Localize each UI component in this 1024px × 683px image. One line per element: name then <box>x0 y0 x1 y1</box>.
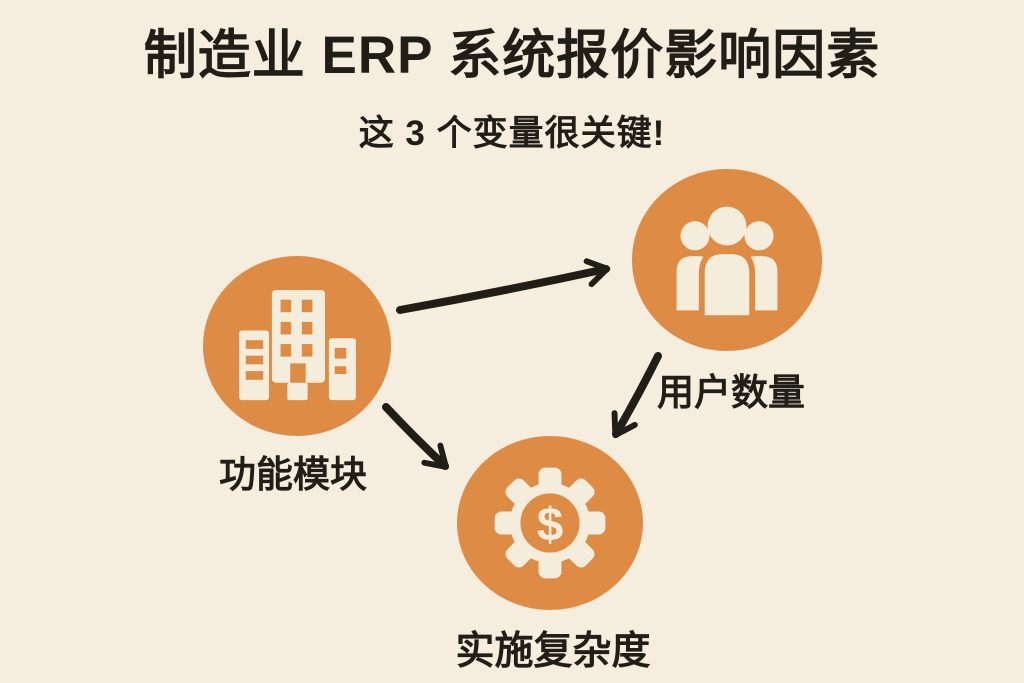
gear-dollar-icon: $ <box>494 467 606 579</box>
node-label-implementation-complexity: 实施复杂度 <box>455 630 651 673</box>
node-circle <box>203 256 391 436</box>
node-implementation-complexity: $ <box>457 436 643 610</box>
node-label-function-modules: 功能模块 <box>219 454 367 495</box>
node-user-count <box>632 169 822 351</box>
buildings-icon <box>239 290 356 401</box>
node-label-user-count: 用户数量 <box>657 372 805 413</box>
page-title: 制造业 ERP 系统报价影响因素 <box>143 26 881 85</box>
node-circle: $ <box>457 436 643 610</box>
page-subtitle: 这 3 个变量很关键! <box>358 114 666 153</box>
node-function-modules <box>203 256 391 436</box>
arrow-modules-to-users <box>396 258 611 314</box>
node-circle <box>632 169 822 351</box>
arrow-modules-to-complexity <box>382 403 449 470</box>
user-group-icon <box>676 206 778 322</box>
arrow-users-to-complexity <box>611 352 662 439</box>
dollar-symbol: $ <box>537 498 564 551</box>
